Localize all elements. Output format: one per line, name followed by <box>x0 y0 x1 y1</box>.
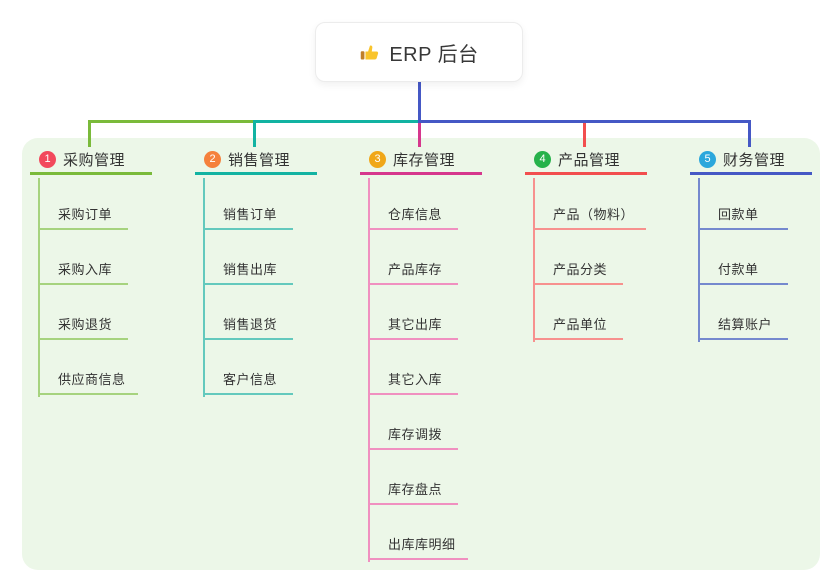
branch-child-connector-1 <box>38 178 40 397</box>
root-node[interactable]: ERP 后台 <box>315 22 523 82</box>
branch-node-1[interactable]: 1 采购管理 <box>30 147 152 175</box>
child-node[interactable]: 仓库信息 <box>368 206 458 230</box>
branch-drop-line-1 <box>87 123 91 147</box>
child-node[interactable]: 客户信息 <box>203 371 293 395</box>
branch-label-2: 销售管理 <box>228 152 291 169</box>
branch-drop-line-2 <box>252 123 256 147</box>
child-node[interactable]: 付款单 <box>698 261 788 285</box>
branch-node-4[interactable]: 4 产品管理 <box>525 147 647 175</box>
branch-badge-5: 5 <box>699 151 716 168</box>
child-node[interactable]: 产品单位 <box>533 316 623 340</box>
child-node[interactable]: 产品分类 <box>533 261 623 285</box>
branch-badge-1: 1 <box>39 151 56 168</box>
child-node[interactable]: 采购入库 <box>38 261 128 285</box>
child-node[interactable]: 产品库存 <box>368 261 458 285</box>
child-node[interactable]: 其它出库 <box>368 316 458 340</box>
child-node[interactable]: 库存调拨 <box>368 426 458 450</box>
branch-badge-3: 3 <box>369 151 386 168</box>
child-node[interactable]: 采购订单 <box>38 206 128 230</box>
branch-label-1: 采购管理 <box>63 152 126 169</box>
child-node[interactable]: 销售订单 <box>203 206 293 230</box>
child-node[interactable]: 供应商信息 <box>38 371 138 395</box>
branch-child-connector-4 <box>533 178 535 342</box>
thumbs-up-icon <box>359 42 380 63</box>
branch-drop-line-4 <box>582 123 586 147</box>
branch-child-connector-3 <box>368 178 370 562</box>
branch-node-3[interactable]: 3 库存管理 <box>360 147 482 175</box>
branch-label-4: 产品管理 <box>558 152 621 169</box>
branches-background-panel <box>22 138 820 570</box>
child-node[interactable]: 销售退货 <box>203 316 293 340</box>
branch-drop-line-3 <box>417 123 421 147</box>
child-node[interactable]: 结算账户 <box>698 316 788 340</box>
child-node[interactable]: 库存盘点 <box>368 481 458 505</box>
branch-label-5: 财务管理 <box>723 152 786 169</box>
child-node[interactable]: 产品（物料） <box>533 206 647 230</box>
bus-segment-blue <box>417 120 751 123</box>
child-node[interactable]: 销售出库 <box>203 261 293 285</box>
bus-segment-teal <box>252 120 418 123</box>
child-node[interactable]: 其它入库 <box>368 371 458 395</box>
branch-drop-line-5 <box>747 123 751 147</box>
branch-badge-2: 2 <box>204 151 221 168</box>
branch-label-3: 库存管理 <box>393 152 456 169</box>
child-node[interactable]: 回款单 <box>698 206 788 230</box>
bus-segment-green <box>87 120 253 123</box>
root-title: ERP 后台 <box>389 43 479 66</box>
root-connector-line <box>417 82 421 123</box>
child-node[interactable]: 出库库明细 <box>368 536 468 560</box>
branch-node-5[interactable]: 5 财务管理 <box>690 147 812 175</box>
child-node[interactable]: 采购退货 <box>38 316 128 340</box>
branch-node-2[interactable]: 2 销售管理 <box>195 147 317 175</box>
branch-child-connector-5 <box>698 178 700 342</box>
branch-child-connector-2 <box>203 178 205 397</box>
branch-badge-4: 4 <box>534 151 551 168</box>
